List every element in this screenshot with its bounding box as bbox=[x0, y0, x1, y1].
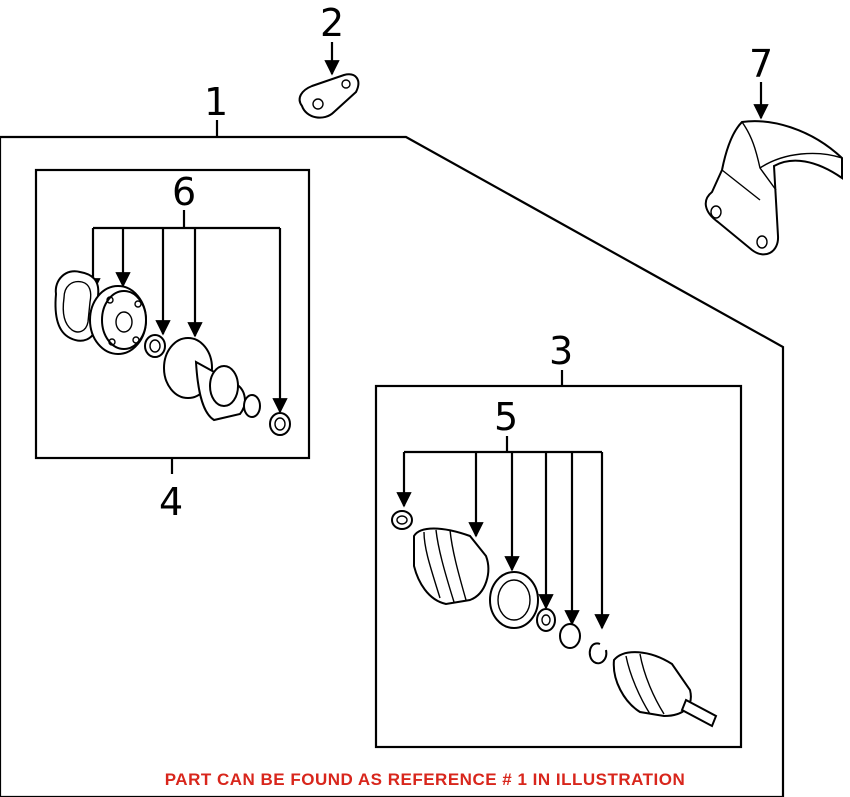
bracket-plate-part bbox=[298, 73, 360, 119]
callout-2: 2 bbox=[320, 1, 344, 45]
heat-shield-part bbox=[704, 120, 843, 256]
outer-joint-parts bbox=[391, 510, 718, 728]
callout-6: 6 bbox=[172, 170, 196, 214]
assembly-outline bbox=[0, 135, 785, 797]
outer-joint-box bbox=[374, 384, 743, 749]
callout-4: 4 bbox=[159, 480, 183, 524]
inner-joint-parts bbox=[54, 270, 291, 436]
leader-5-bracket bbox=[396, 436, 610, 630]
footer-note: PART CAN BE FOUND AS REFERENCE # 1 IN IL… bbox=[164, 770, 686, 789]
callout-3: 3 bbox=[549, 329, 573, 373]
callout-1: 1 bbox=[204, 80, 228, 124]
callout-7: 7 bbox=[749, 42, 773, 86]
callout-5: 5 bbox=[494, 395, 518, 439]
